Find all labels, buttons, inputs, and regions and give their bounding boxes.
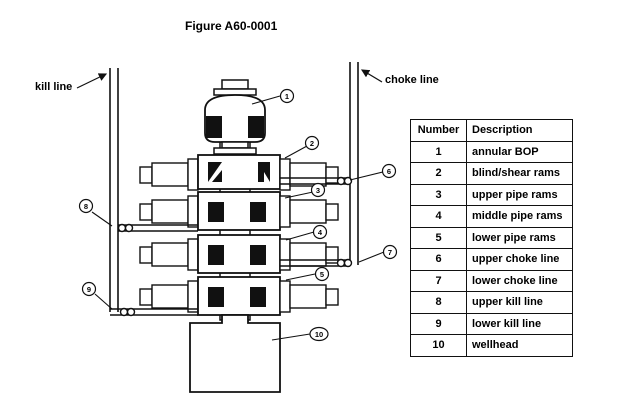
legend-number: 5 (410, 226, 467, 249)
callout-number-8: 8 (84, 202, 88, 211)
legend-description: annular BOP (466, 140, 573, 163)
legend-row: 7 lower choke line (410, 269, 573, 292)
legend-description: lower choke line (466, 269, 573, 292)
callout-number-3: 3 (316, 186, 320, 195)
callout-number-4: 4 (318, 228, 323, 237)
wellhead (189, 314, 281, 393)
legend-number: 9 (410, 312, 467, 335)
middle-pipe-rams (139, 234, 339, 274)
callout-number-1: 1 (285, 92, 289, 101)
legend-description: upper kill line (466, 291, 573, 314)
callout-number-6: 6 (387, 167, 391, 176)
legend-number: 1 (410, 140, 467, 163)
legend-description: wellhead (466, 334, 573, 357)
legend-description: lower kill line (466, 312, 573, 335)
legend-number: 6 (410, 248, 467, 271)
lower-kill-line (110, 307, 198, 317)
legend-row: 6 upper choke line (410, 248, 573, 271)
legend-header-row: Number Description (410, 119, 573, 142)
callout-number-5: 5 (320, 270, 324, 279)
legend-number: 8 (410, 291, 467, 314)
kill-line-arrow (76, 73, 108, 89)
legend-row: 5 lower pipe rams (410, 226, 573, 249)
kill-line (109, 68, 119, 312)
legend-description: upper choke line (466, 248, 573, 271)
lower-pipe-rams (139, 276, 339, 316)
callout-leaders (91, 95, 385, 341)
legend-number: 2 (410, 162, 467, 185)
callout-number-9: 9 (87, 285, 91, 294)
legend-row: 3 upper pipe rams (410, 183, 573, 206)
choke-line-label: choke line (385, 74, 439, 86)
upper-kill-line (117, 223, 198, 233)
legend-row: 1 annular BOP (410, 140, 573, 163)
choke-line (349, 62, 359, 265)
legend-header-number: Number (410, 119, 467, 142)
upper-pipe-rams (139, 191, 339, 231)
legend-row: 8 upper kill line (410, 291, 573, 314)
kill-line-label: kill line (35, 81, 73, 93)
legend-description: blind/shear rams (466, 162, 573, 185)
callout-circles (78, 88, 398, 342)
legend-row: 2 blind/shear rams (410, 162, 573, 185)
legend-number: 10 (410, 334, 467, 357)
blind-shear-rams (139, 154, 339, 191)
legend-header-description: Description (466, 119, 573, 142)
legend-number: 3 (410, 183, 467, 206)
lower-choke-line (280, 258, 353, 268)
callout-number-2: 2 (310, 139, 314, 148)
callout-number-7: 7 (388, 248, 392, 257)
legend-description: lower pipe rams (466, 226, 573, 249)
callout-number-10: 10 (315, 330, 323, 339)
legend-description: middle pipe rams (466, 205, 573, 228)
choke-line-arrow (360, 69, 383, 83)
figure-title: Figure A60-0001 (185, 19, 278, 33)
legend-row: 10 wellhead (410, 334, 573, 357)
legend-row: 4 middle pipe rams (410, 205, 573, 228)
component-legend-table: Number Description 1 annular BOP 2 blind… (410, 119, 573, 357)
legend-number: 7 (410, 269, 467, 292)
legend-row: 9 lower kill line (410, 312, 573, 335)
annular-bop (204, 79, 266, 155)
legend-number: 4 (410, 205, 467, 228)
legend-description: upper pipe rams (466, 183, 573, 206)
